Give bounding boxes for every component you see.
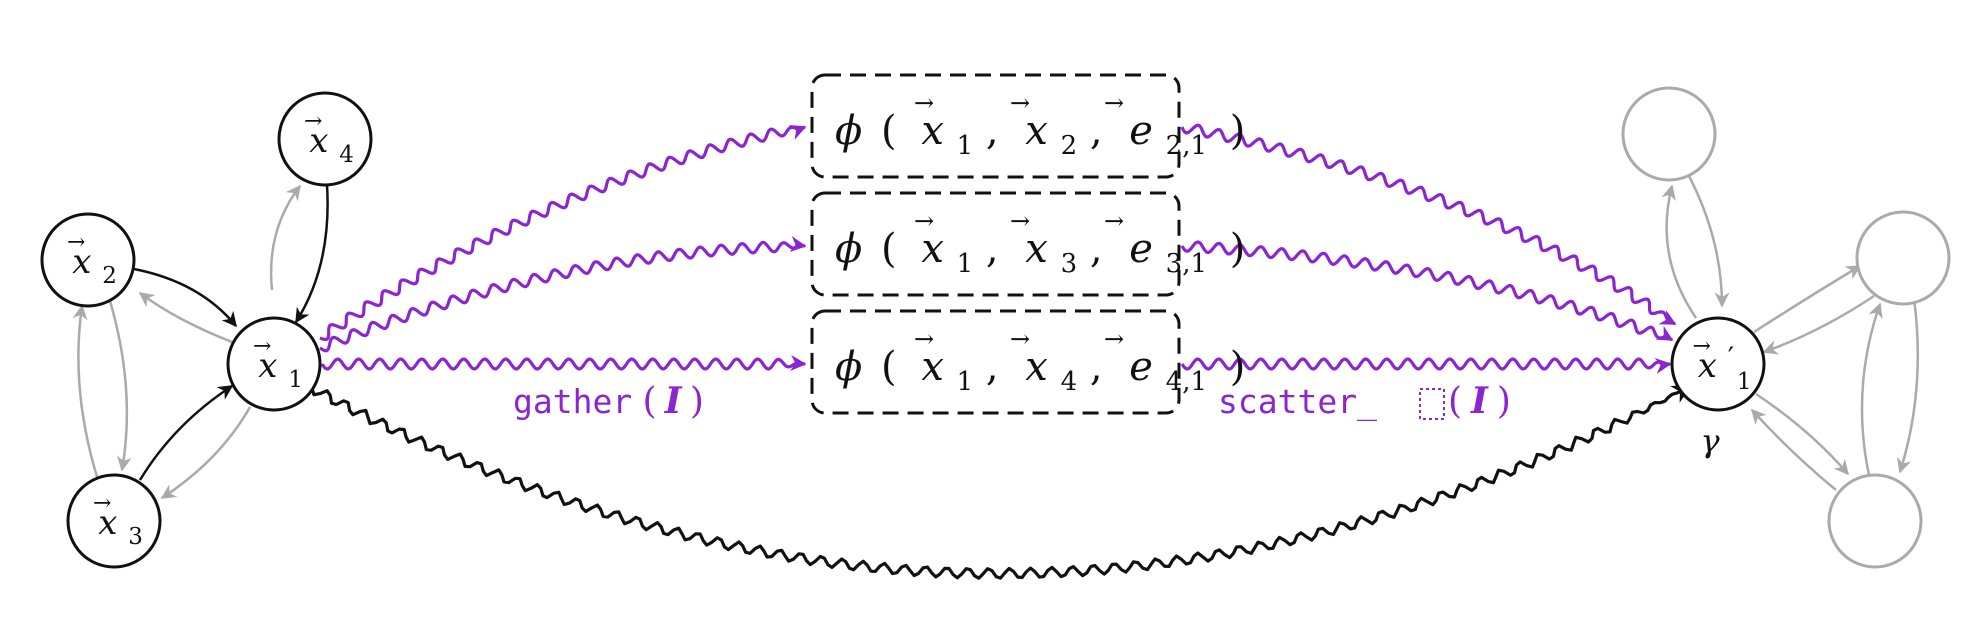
node-x3-base: x [98, 503, 117, 543]
scatter-text: scatter_ [1218, 382, 1377, 422]
vector-arrows: →→→ [914, 325, 1124, 353]
node-x1-sub: 1 [288, 367, 303, 393]
edge-x3-to-x2 [72, 304, 100, 481]
node-x1-prime-base: x [1698, 346, 1717, 386]
edge-sub: 4,1 [1166, 367, 1207, 397]
vector-arrows: →→→ [914, 89, 1124, 117]
edge-x4-to-x1 [294, 184, 329, 324]
edge-x1-to-x3 [160, 406, 252, 500]
scatter-label: scatter_ ( I ) [1218, 380, 1511, 422]
scatter-wave-2 [1180, 240, 1674, 342]
edge-r-bottom-to-right [1860, 302, 1883, 481]
edge-base: e [1129, 226, 1153, 272]
node-x4-sub: 4 [339, 142, 354, 168]
edge-r-right-in [1762, 294, 1875, 355]
node-x2-base: x [72, 242, 91, 282]
gather-wave-1 [319, 124, 807, 342]
node-x1-prime-sub: 1 [1737, 369, 1752, 395]
svg-text:( I ): ( I ) [1448, 380, 1511, 422]
svg-text:→ x ′ 1: → x ′ 1 [1692, 322, 1751, 395]
scatter-index: I [1470, 380, 1489, 422]
node-right-top [1621, 86, 1717, 182]
node-right-bottom [1827, 473, 1923, 569]
svg-text:→ x 4: → x 4 [304, 97, 354, 168]
edge-base: e [1129, 344, 1153, 390]
vector-arrow: → [93, 491, 111, 516]
edge-x2-to-x1 [133, 267, 237, 328]
arg1-base: x [921, 226, 944, 272]
edge-x2-to-x3 [108, 300, 132, 472]
arg1-sub: 1 [957, 367, 974, 397]
edge-x1-to-x2 [138, 291, 233, 344]
node-x1: → x 1 [226, 316, 322, 412]
node-x1-base: x [258, 346, 277, 386]
svg-text:→ x 2: → x 2 [67, 218, 117, 289]
arg2-base: x [1025, 344, 1048, 390]
vector-arrows: →→→ [914, 207, 1124, 235]
edge-sub: 2,1 [1166, 131, 1207, 161]
phi-symbol: ϕ [835, 344, 862, 390]
node-x4: → x 4 [277, 91, 373, 187]
message-box-2: ϕ ( x 1 , x 3 , e 3,1 ) →→→ [810, 191, 1245, 297]
gather-index: I [664, 380, 683, 422]
arg2-sub: 2 [1061, 131, 1078, 161]
left-graph-edges [72, 184, 329, 500]
scatter-wave-1 [1180, 123, 1677, 326]
arg1-base: x [921, 108, 944, 154]
edge-r-bottom-in [1750, 408, 1837, 491]
gather-wave-3 [320, 355, 807, 372]
scatter-wave-3 [1180, 357, 1672, 374]
arg2-base: x [1025, 108, 1048, 154]
edge-r-bottom-out [1755, 392, 1849, 476]
edge-sub: 3,1 [1166, 249, 1207, 279]
message-box-1: ϕ ( x 1 , x 2 , e 2,1 ) →→→ [810, 73, 1245, 179]
node-x3-sub: 3 [128, 524, 143, 550]
svg-text:scatter_: scatter_ [1218, 382, 1377, 422]
vector-arrow: → [1692, 334, 1710, 359]
edge-x3-to-x1 [138, 384, 234, 481]
edge-x1-to-x4 [269, 184, 301, 291]
gamma-label: γ [1700, 422, 1720, 460]
svg-text:ϕ ( x 1: ϕ ( x 1 , x 2 , e 2,1 ) [835, 108, 1245, 164]
node-x1-prime: → x ′ 1 [1670, 316, 1766, 412]
vector-arrow: → [304, 109, 322, 134]
phi-symbol: ϕ [835, 226, 862, 272]
svg-text:→ x 3: → x 3 [93, 479, 143, 550]
node-x2: → x 2 [40, 212, 136, 308]
svg-text:gather ( I ): gather ( I ) [513, 380, 704, 422]
arg1-sub: 1 [957, 131, 974, 161]
gather-wave-2 [319, 236, 807, 353]
node-x2-sub: 2 [102, 263, 117, 289]
vector-arrow: → [67, 230, 85, 255]
vector-arrow: → [253, 334, 271, 359]
arg1-sub: 1 [957, 249, 974, 279]
edge-r-top-out [1661, 184, 1698, 319]
arg2-base: x [1025, 226, 1048, 272]
node-x1-prime-mark: ′ [1728, 341, 1734, 374]
svg-text:ϕ ( x 1: ϕ ( x 1 , x 4 , e 4,1 ) [835, 344, 1245, 400]
arg2-sub: 3 [1061, 249, 1078, 279]
arg1-base: x [921, 344, 944, 390]
reduce-placeholder-box [1419, 388, 1445, 420]
edge-r-top-in [1687, 175, 1730, 308]
node-x4-base: x [309, 121, 328, 161]
svg-text:→ x 1: → x 1 [253, 322, 303, 393]
skip-wave [310, 384, 1692, 580]
node-right-right [1855, 210, 1951, 306]
edge-r-right-to-bottom [1896, 297, 1920, 474]
edge-base: e [1129, 108, 1153, 154]
right-graph-edges [1661, 175, 1920, 491]
gather-text: gather [513, 382, 632, 421]
node-x3: → x 3 [66, 473, 162, 569]
phi-symbol: ϕ [835, 108, 862, 154]
message-box-3: ϕ ( x 1 , x 4 , e 4,1 ) →→→ [810, 309, 1245, 415]
edge-r-right-out [1753, 264, 1862, 334]
gather-label: gather ( I ) [513, 380, 704, 422]
wavy-arrows [310, 123, 1692, 580]
svg-text:ϕ ( x 1: ϕ ( x 1 , x 3 , e 3,1 ) [835, 226, 1245, 282]
arg2-sub: 4 [1061, 367, 1078, 397]
